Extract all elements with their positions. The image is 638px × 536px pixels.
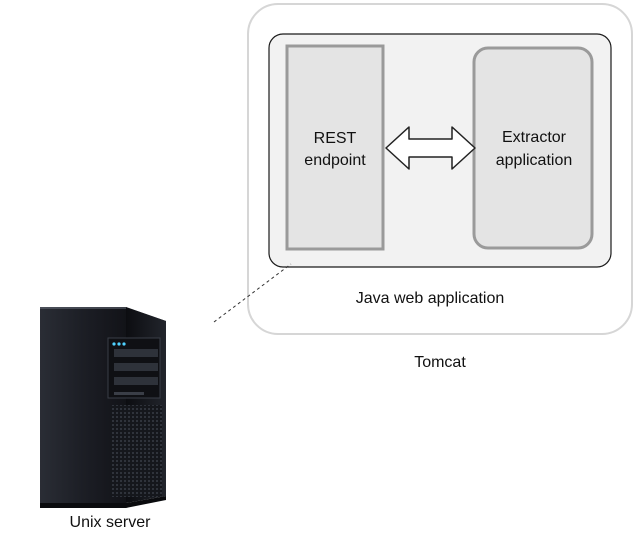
rest-endpoint-box bbox=[285, 44, 385, 251]
java-web-application-label: Java web application bbox=[355, 290, 505, 307]
server-tower-icon bbox=[40, 307, 166, 508]
extractor-application-label: Extractor application bbox=[495, 129, 573, 169]
dashed-connector bbox=[213, 263, 292, 323]
double-arrow bbox=[385, 126, 476, 170]
tomcat-label: Tomcat bbox=[414, 354, 466, 371]
unix-server-label: Unix server bbox=[69, 514, 151, 531]
rest-endpoint-label: REST endpoint bbox=[304, 130, 366, 169]
